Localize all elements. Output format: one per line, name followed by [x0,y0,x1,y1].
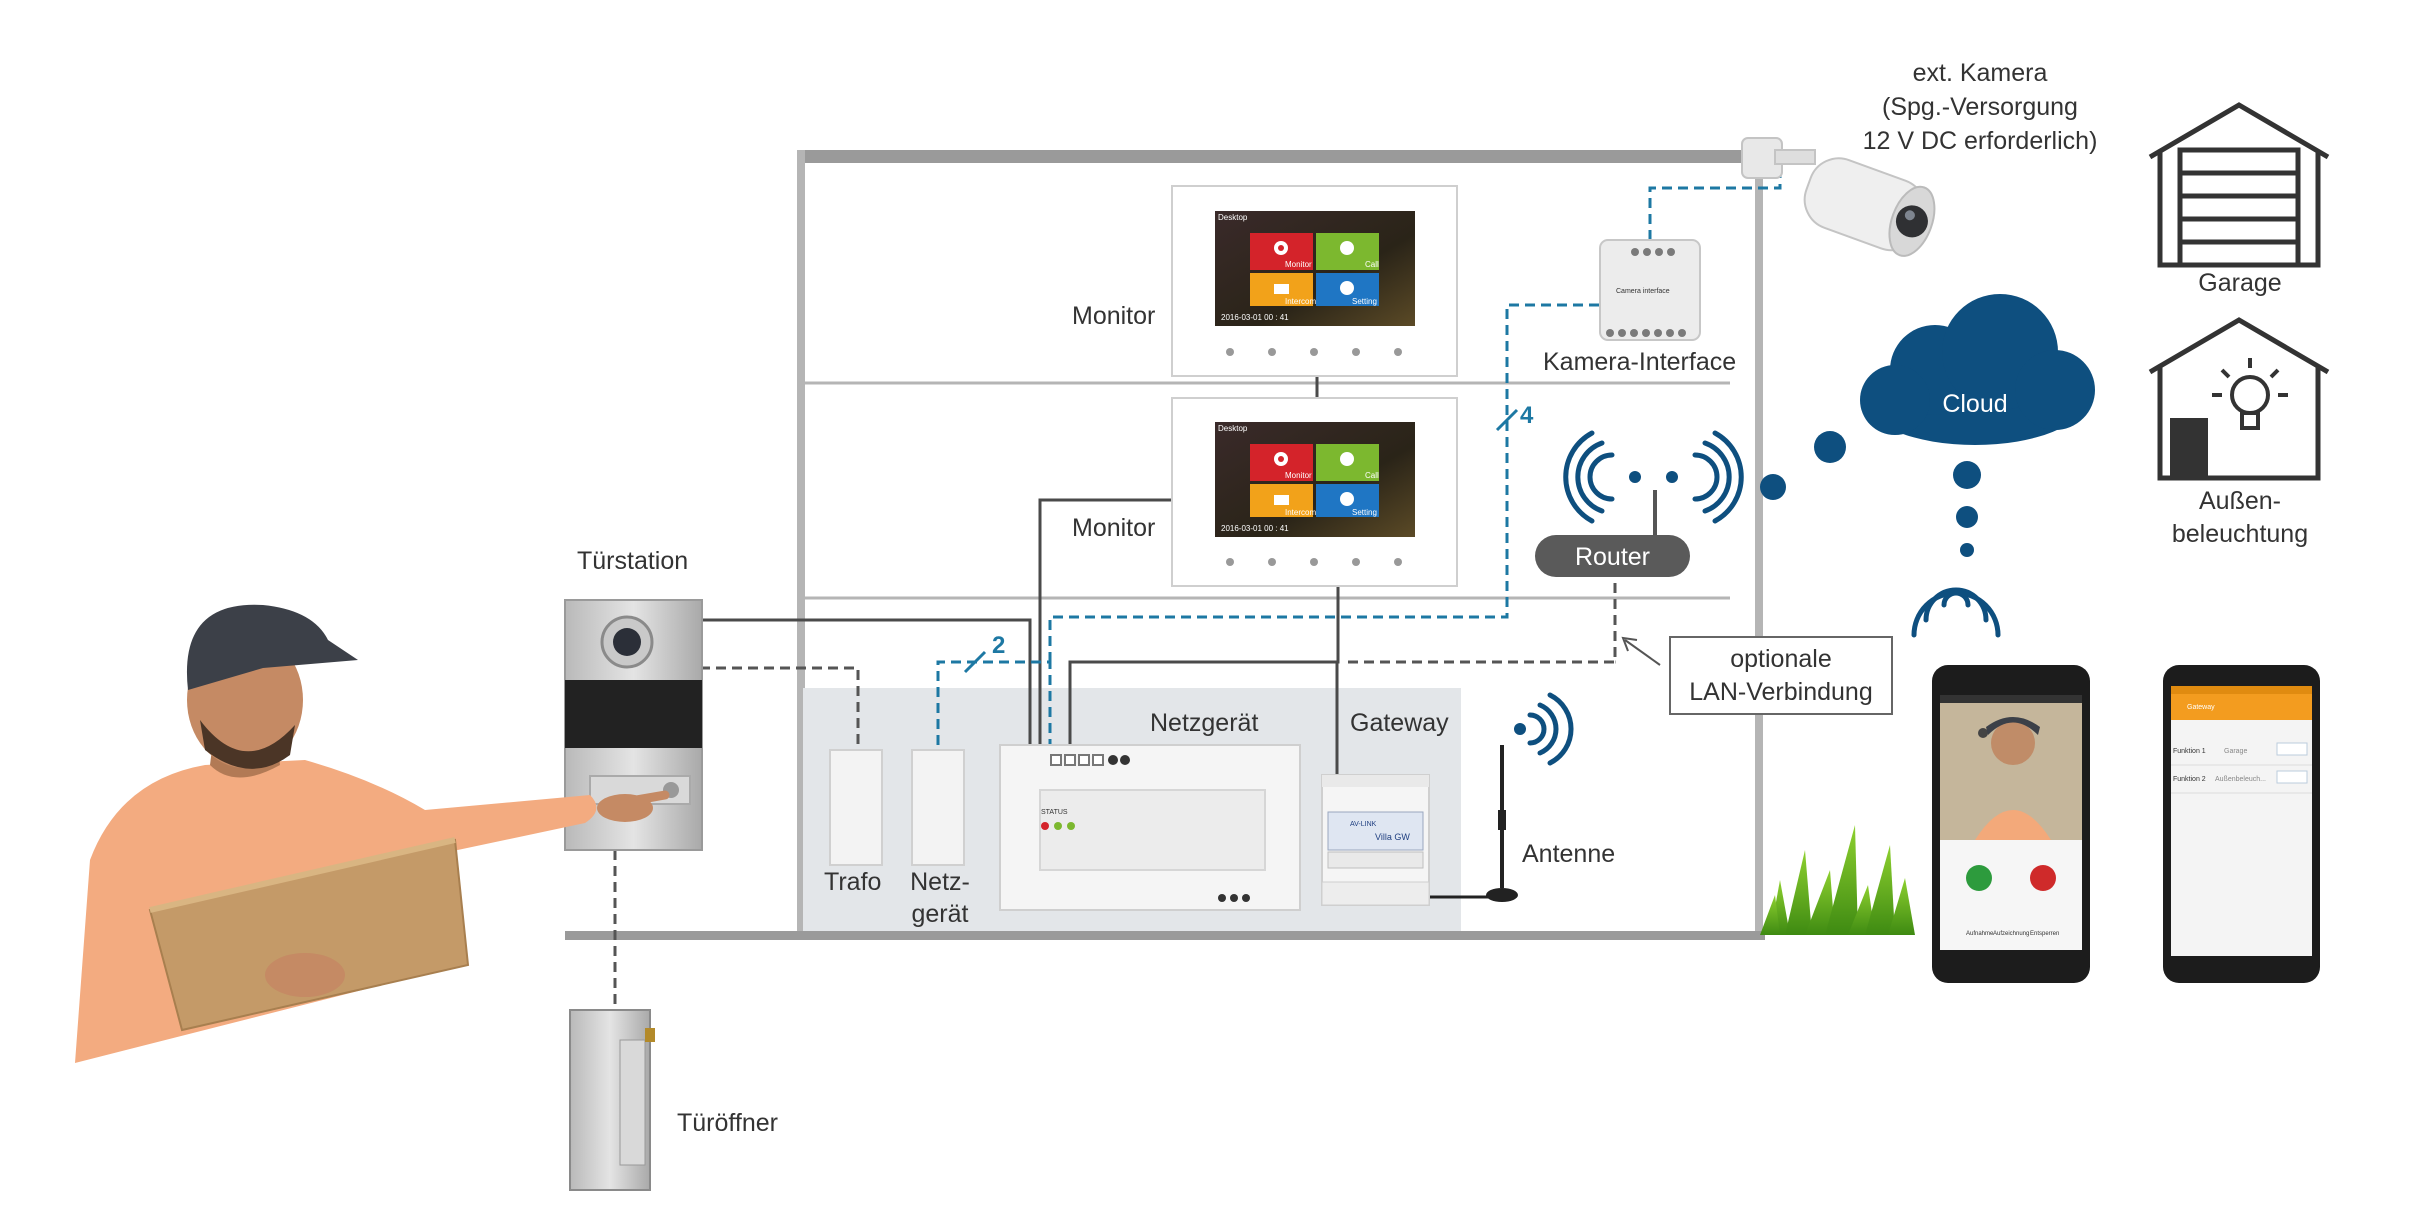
phone-call-action-2: Aufzeichnung [1993,931,2030,937]
grass-decoration [1760,825,1915,935]
wire-count-marks [963,408,1519,674]
gateway-label: Gateway [1350,709,1449,737]
garage-icon [2148,102,2330,268]
router-device [1535,490,1690,577]
phone-app-function-2-value: Außenbeleuch... [2215,776,2266,783]
gateway-device [1321,774,1430,906]
phone-wifi-icon [1911,587,2001,638]
phone-call-action-3: Entsperren [2030,931,2060,937]
trafo-label: Trafo [824,868,882,896]
door-opener [569,1009,655,1191]
gateway-model-text: Villa GW [1375,832,1410,842]
external-camera [1741,137,1936,257]
camera-label-line-1: ext. Kamera [1912,59,2048,87]
camera-interface-label: Kamera-Interface [1543,348,1737,376]
exterior-lighting-label-line-1: Außen- [2199,487,2281,515]
garage-label: Garage [2198,269,2282,297]
monitor-1-header: Desktop [1218,213,1248,222]
lan-label-line-2: LAN-Verbindung [1689,678,1873,706]
psu-module [911,749,965,866]
camera-interface-device-text: Camera interface [1616,288,1670,295]
psu-label-line-2: gerät [911,900,969,928]
wire-count-2: 2 [992,632,1006,659]
monitor-1-tile-intercom: Intercom [1285,297,1317,306]
psu-label-line-1: Netz- [910,868,970,896]
connection-dots [1760,431,1981,557]
cloud-label: Cloud [1942,390,2008,418]
monitor-2 [1171,397,1458,587]
door-station-label: Türstation [577,547,689,575]
monitor-1 [1171,185,1458,377]
cloud-shape [1860,294,2095,445]
phone-app-function-2-name: Funktion 2 [2173,776,2206,783]
main-power-supply [999,744,1301,911]
monitor-1-label: Monitor [1072,302,1156,330]
router-wifi-icon [1563,430,1744,524]
monitor-2-tile-call: Call [1365,471,1379,480]
phone-app-title: Gateway [2187,704,2215,711]
monitor-1-tile-monitor: Monitor [1285,260,1312,269]
antenna-device [1430,745,1518,902]
monitor-2-header: Desktop [1218,424,1248,433]
phone-app-function-1-name: Funktion 1 [2173,748,2206,755]
phone-call-action-1: Aufnahme [1966,931,1994,937]
gateway-wifi-icon [1527,692,1574,766]
monitor-2-tile-intercom: Intercom [1285,508,1317,517]
gateway-brand-text: AV-LINK [1350,821,1377,828]
monitor-1-tile-call: Call [1365,260,1379,269]
camera-label-line-3: 12 V DC erforderlich) [1862,127,2098,155]
trafo-module [829,749,883,866]
monitor-1-datetime: 2016-03-01 00 : 41 [1221,313,1289,322]
monitor-2-tile-monitor: Monitor [1285,471,1312,480]
exterior-lighting-icon [2148,317,2330,481]
phone-app-function-1-value: Garage [2224,748,2248,755]
exterior-lighting-label-line-2: beleuchtung [2171,520,2309,548]
camera-label-line-2: (Spg.-Versorgung [1882,93,2078,121]
wiring-dashed-gray [613,535,1617,1020]
power-supply-status-text: STATUS [1041,809,1068,816]
power-supply-label: Netzgerät [1150,709,1259,737]
door-opener-label: Türöffner [677,1109,778,1137]
monitor-2-label: Monitor [1072,514,1156,542]
router-label: Router [1574,543,1651,571]
smartphone-gateway-app [2163,665,2320,983]
antenna-label: Antenne [1522,840,1616,868]
monitor-2-tile-setting: Setting [1352,508,1377,517]
lan-label-line-1: optionale [1730,645,1832,673]
monitor-1-tile-setting: Setting [1352,297,1377,306]
smartphone-call [1932,665,2090,983]
monitor-2-datetime: 2016-03-01 00 : 41 [1221,524,1289,533]
lan-callout [1621,636,1893,715]
wire-count-4: 4 [1520,402,1534,429]
delivery-person-illustration [75,604,670,1063]
camera-interface-device [1599,239,1701,341]
